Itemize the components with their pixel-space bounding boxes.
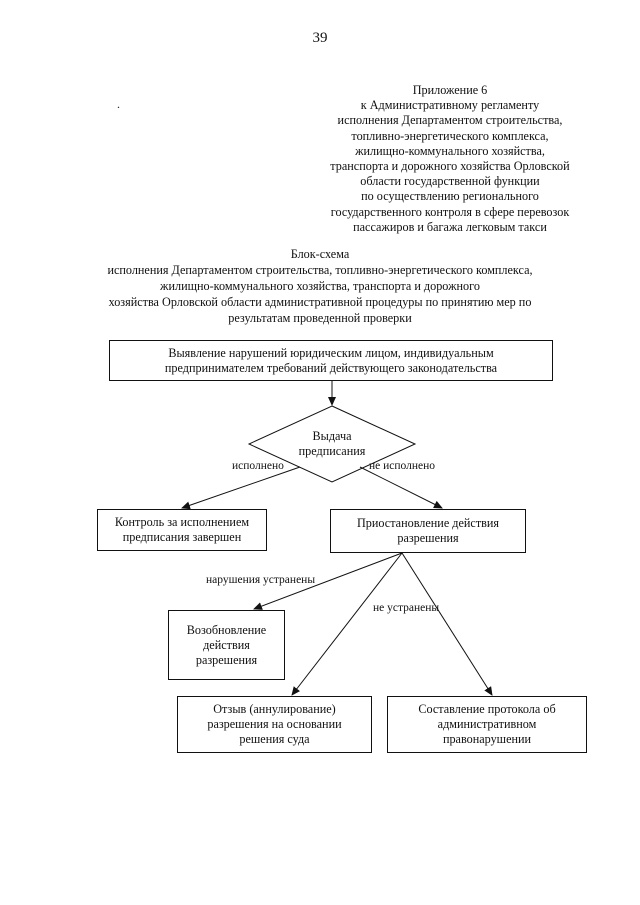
title-line: исполнения Департаментом строительства, … [107,263,533,277]
revoke-box: Отзыв (аннулирование) разрешения на осно… [177,696,372,753]
label-not-executed: не исполнено [369,460,436,472]
appendix-line: области государственной функции [360,174,540,189]
label-not-fixed: не устранены [373,602,440,614]
resume-text: Возобновление действия разрешения [186,622,267,667]
appendix-line: по осуществлению регионального [361,189,539,204]
appendix-line: топливно-энергетического комплекса, [351,128,549,143]
title-line: Блок-схема [290,247,350,261]
arrow-suspend-to-resume [253,552,403,610]
appendix-line: к Административному регламенту [360,98,540,113]
diagram-title: Блок-схема исполнения Департаментом стро… [60,246,580,326]
suspend-text: Приостановление действия разрешения [356,516,500,545]
label-executed: исполнено [232,460,284,472]
protocol-text: Составление протокола об административно… [418,702,556,746]
protocol-box: Составление протокола об административно… [387,696,587,753]
revoke-text: Отзыв (аннулирование) разрешения на осно… [207,702,342,746]
decision-text: Выдача предписания [298,429,366,458]
title-line: жилищно-коммунального хозяйства, транспо… [160,279,480,293]
appendix-line: исполнения Департаментом строительства, [337,113,563,128]
appendix-line: государственного контроля в сфере перево… [330,204,570,219]
page-number: 39 [312,30,328,46]
appendix-line: Приложение 6 [412,83,488,97]
start-box: Выявление нарушений юридическим лицом, и… [109,340,553,381]
control-done-box: Контроль за исполнением предписания заве… [97,509,267,551]
label-violations-fixed: нарушения устранены [206,574,316,586]
title-line: результатам проведенной проверки [228,311,412,325]
appendix-line: жилищно-коммунального хозяйства, [355,143,545,158]
suspend-box: Приостановление действия разрешения [330,509,526,553]
decision-diamond [247,405,417,483]
title-line: хозяйства Орловской области администрати… [108,295,532,309]
appendix-line: пассажиров и багажа легковым такси [353,219,547,234]
arrow-decision-to-control [181,466,301,510]
control-done-text: Контроль за исполнением предписания заве… [114,515,250,544]
arrow-suspend-to-revoke [291,552,403,696]
arrow-decision-to-suspend [359,466,443,509]
arrow-suspend-to-protocol [401,552,493,696]
stray-dot: . [117,97,120,111]
appendix-line: транспорта и дорожного хозяйства Орловск… [330,159,570,174]
appendix-header: Приложение 6 к Административному регламе… [300,83,600,235]
resume-box: Возобновление действия разрешения [168,610,285,680]
start-box-text: Выявление нарушений юридическим лицом, и… [164,345,498,375]
